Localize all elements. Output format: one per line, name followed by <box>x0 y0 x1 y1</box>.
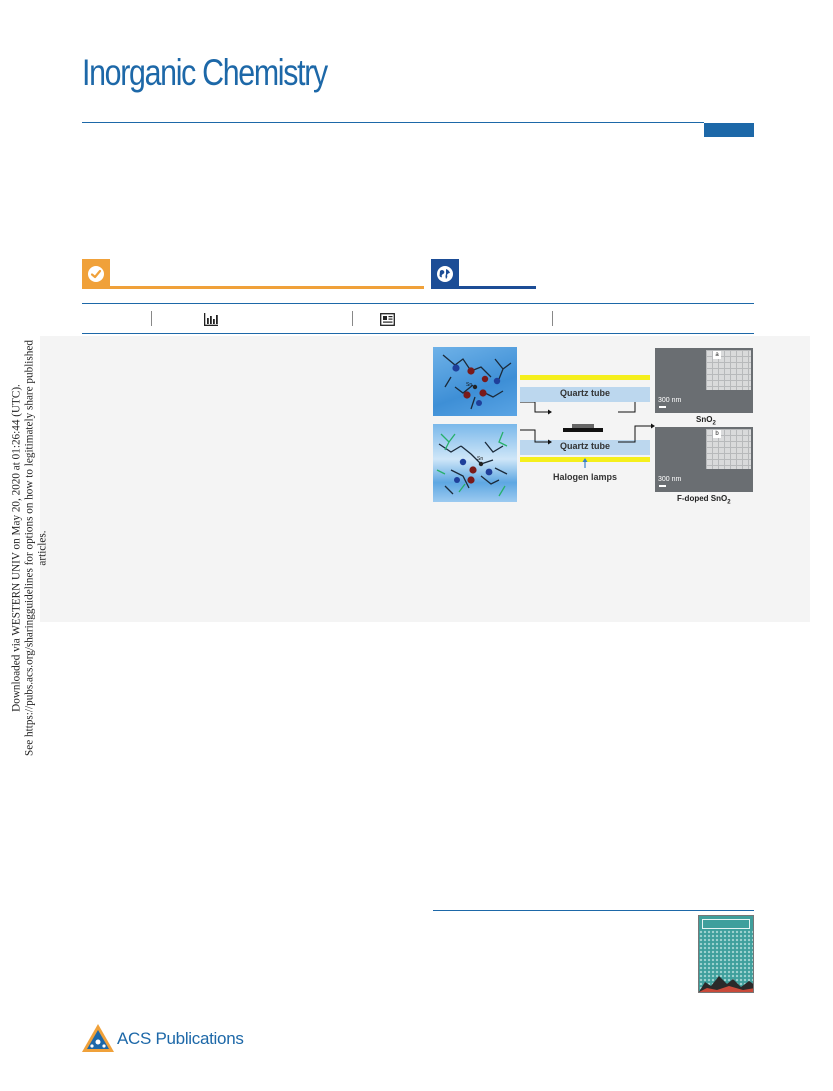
header-rule <box>82 122 704 123</box>
globe-icon <box>437 266 453 282</box>
cover-pattern <box>699 930 753 992</box>
sem-inset <box>706 429 751 469</box>
toc-graphic: Sn Sn Quartz tube Quartz tube Halogen la… <box>433 347 755 506</box>
quartz-tube-bottom <box>520 440 650 455</box>
sem-caption-top: SnO2 <box>696 415 716 427</box>
flow-arrows <box>520 402 655 468</box>
open-access-badge-line <box>110 286 424 289</box>
header-tab <box>704 123 754 137</box>
scale-label: 300 nm <box>658 476 682 483</box>
newspaper-icon[interactable] <box>380 313 395 326</box>
acs-logo-icon[interactable] <box>80 1022 116 1054</box>
scale-bar <box>659 485 666 487</box>
download-notice: Downloaded via WESTERN UNIV on May 20, 2… <box>11 328 50 768</box>
sem-caption-bottom: F-doped SnO2 <box>677 494 731 506</box>
journal-cover-thumbnail[interactable] <box>698 915 754 993</box>
metrics-separator <box>552 311 553 326</box>
sem-image-bottom: b 300 nm <box>655 427 753 492</box>
atom-label: Sn <box>466 382 472 388</box>
atom-label: Sn <box>477 456 483 462</box>
cover-mountain-art <box>699 976 753 992</box>
bar-chart-icon[interactable] <box>204 313 218 326</box>
open-access-badge[interactable] <box>82 259 424 289</box>
inset-letter: a <box>713 351 721 359</box>
acs-authorchoice-badge[interactable] <box>431 259 536 289</box>
metrics-separator <box>151 311 152 326</box>
halogen-lamp-top <box>520 375 650 380</box>
metrics-separator <box>352 311 353 326</box>
quartz-tube-label-top: Quartz tube <box>559 388 610 398</box>
metrics-bar-top-rule <box>82 303 754 304</box>
publisher-name[interactable]: ACS Publications <box>117 1029 244 1048</box>
scale-label: 300 nm <box>658 397 682 404</box>
cover-masthead <box>702 919 750 929</box>
checkmark-icon <box>88 266 104 282</box>
quartz-tube-top <box>520 387 650 402</box>
download-notice-line1: Downloaded via WESTERN UNIV on May 20, 2… <box>10 384 23 712</box>
halogen-lamps-label: Halogen lamps <box>552 472 617 482</box>
sem-image-top: a 300 nm <box>655 348 753 413</box>
scale-bar <box>659 406 666 408</box>
inset-letter: b <box>713 430 721 438</box>
download-notice-line2[interactable]: See https://pubs.acs.org/sharingguidelin… <box>23 340 49 756</box>
molecule-image-top: Sn <box>433 347 517 416</box>
metrics-bar-bottom-rule <box>82 333 754 334</box>
molecule-image-bottom: Sn <box>433 424 517 502</box>
acs-authorchoice-badge-line <box>459 286 536 289</box>
quartz-tube-label-bottom: Quartz tube <box>559 441 610 451</box>
journal-title[interactable]: Inorganic Chemistry <box>82 52 328 93</box>
footer-rule <box>433 910 754 911</box>
